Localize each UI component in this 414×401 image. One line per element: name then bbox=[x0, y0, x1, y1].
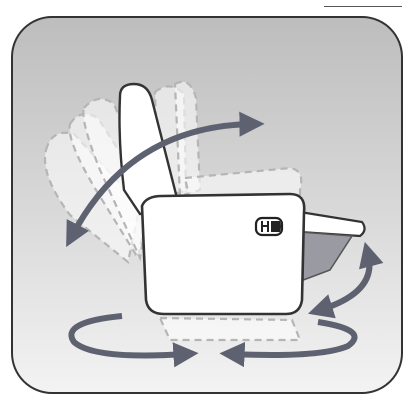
chair-body bbox=[140, 192, 306, 316]
footrest-tilt-arrow bbox=[307, 241, 384, 319]
recline-arrow bbox=[66, 111, 265, 248]
swivel-arrow-right bbox=[219, 319, 358, 368]
top-divider-line bbox=[324, 6, 402, 7]
swivel-arrow-left bbox=[68, 313, 199, 368]
power-button-icon bbox=[254, 216, 284, 237]
